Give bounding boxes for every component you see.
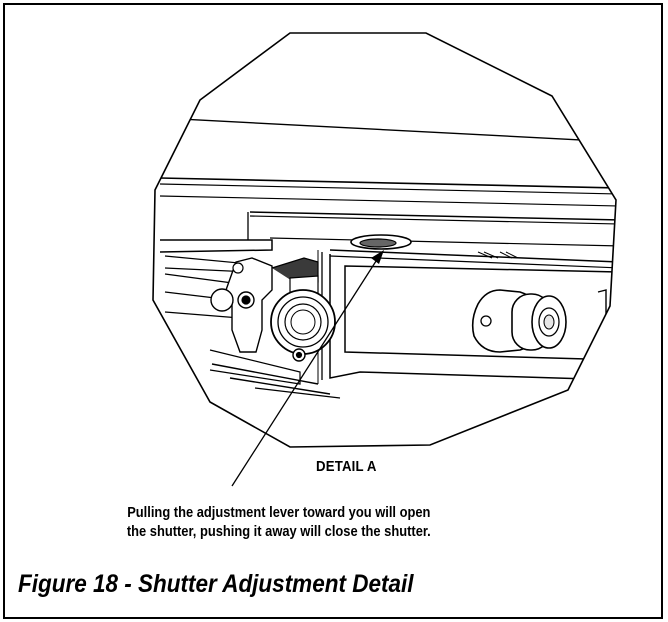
detail-contents [159, 117, 616, 399]
figure-title: Figure 18 - Shutter Adjustment Detail [18, 570, 414, 598]
leader-arrowhead [371, 250, 384, 264]
shutter-box [329, 254, 616, 381]
igniter-assembly [471, 289, 567, 353]
detail-label: DETAIL A [316, 458, 377, 475]
leader-line [231, 257, 379, 487]
caption-line-1: Pulling the adjustment lever toward you … [127, 504, 431, 521]
caption-line-2: the shutter, pushing it away will close … [126, 523, 431, 540]
caption: Pulling the adjustment lever toward you … [38, 503, 520, 541]
